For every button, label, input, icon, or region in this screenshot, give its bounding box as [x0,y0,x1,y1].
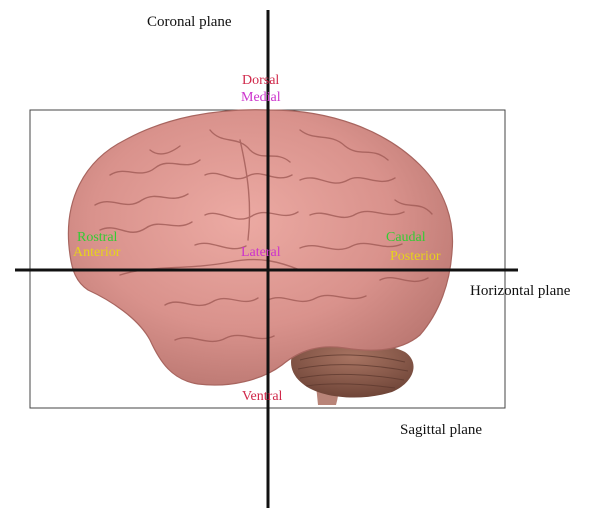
anterior-label: Anterior [73,246,120,260]
sagittal-plane-label: Sagittal plane [400,423,482,438]
coronal-plane-label: Coronal plane [147,15,232,30]
lateral-label: Lateral [241,246,281,260]
ventral-label: Ventral [242,390,282,404]
rostral-label: Rostral [77,231,117,245]
caudal-label: Caudal [386,231,426,245]
medial-label: Medial [241,91,281,105]
dorsal-label: Dorsal [242,74,279,88]
posterior-label: Posterior [390,250,441,264]
horizontal-plane-label: Horizontal plane [470,284,570,299]
